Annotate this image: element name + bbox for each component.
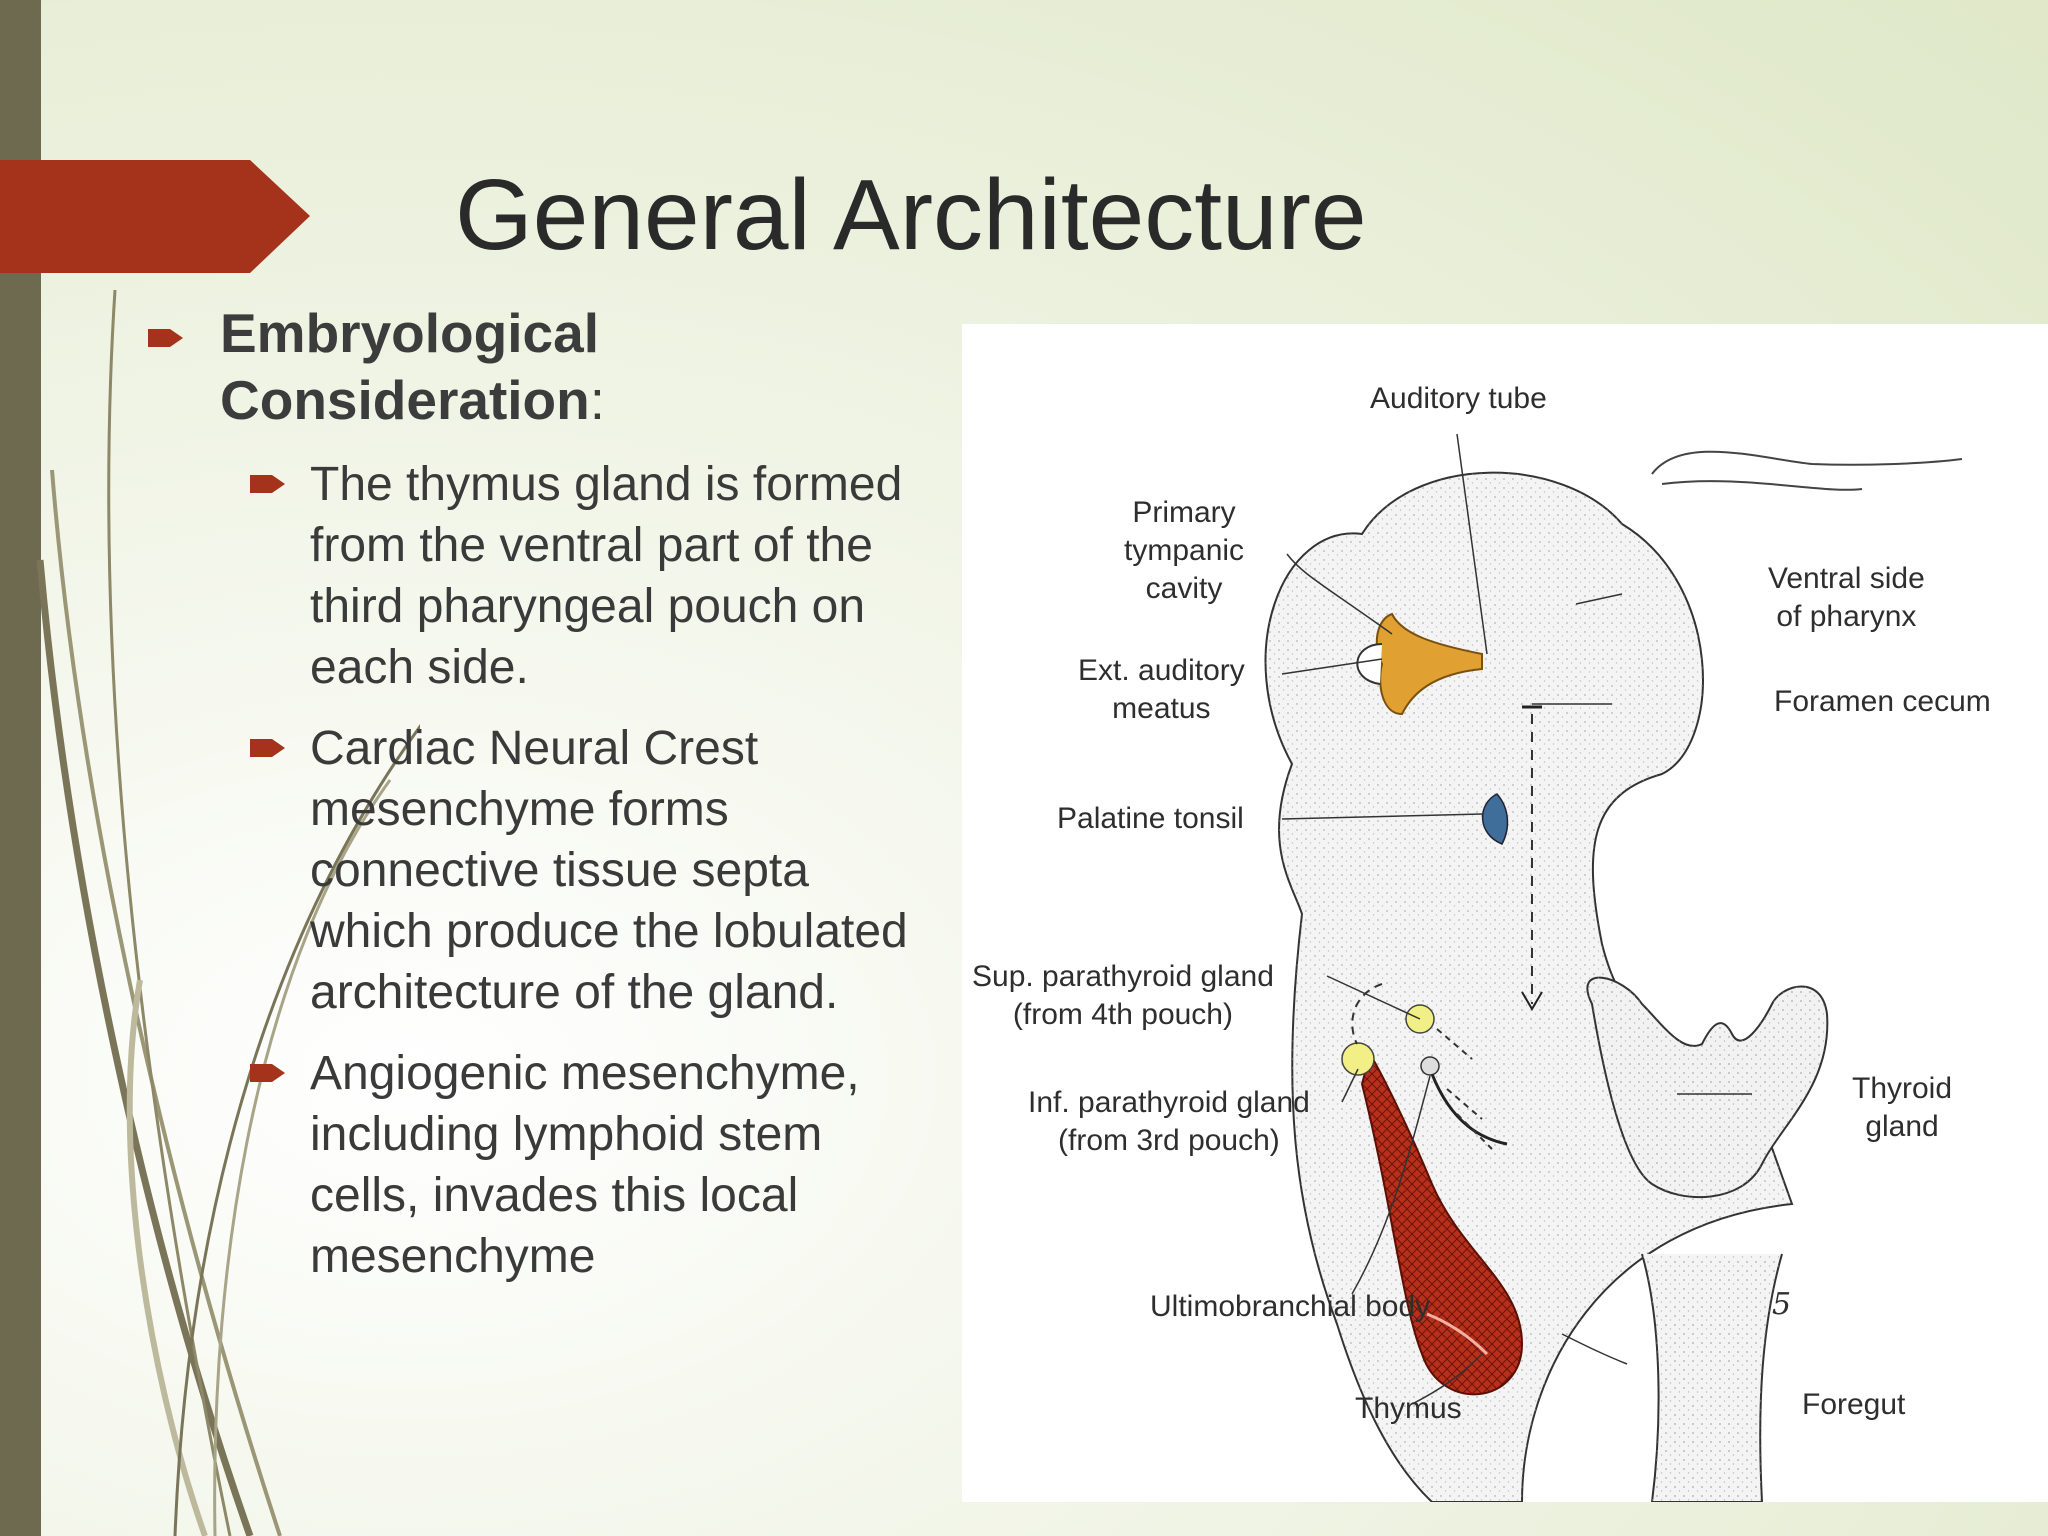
- label-palatine-tonsil: Palatine tonsil: [1057, 802, 1244, 835]
- inf-parathyroid-shape: [1341, 1042, 1375, 1076]
- label-foregut: Foregut: [1802, 1388, 1906, 1421]
- label-foramen-cecum: Foramen cecum: [1774, 685, 1991, 718]
- title-arrow-shape: [0, 160, 310, 273]
- label-primary-tympanic-cavity: Primary tympanic cavity: [1124, 496, 1245, 605]
- bullet-text: Cardiac Neural Crest mesenchyme forms co…: [310, 722, 908, 1019]
- decorative-swoosh-lines: [36, 289, 420, 1536]
- section-heading: Embryological Consideration: [220, 302, 599, 431]
- list-item: The thymus gland is formed from the vent…: [140, 454, 940, 698]
- list-item: Cardiac Neural Crest mesenchyme forms co…: [140, 718, 940, 1023]
- list-item: Angiogenic mesenchyme, including lymphoi…: [140, 1043, 940, 1287]
- label-auditory-tube: Auditory tube: [1370, 382, 1547, 415]
- arrow-bullet-icon: [250, 739, 285, 757]
- label-ventral-side-of-pharynx: Ventral side of pharynx: [1768, 562, 1925, 633]
- label-thyroid-gland: Thyroid gland: [1852, 1072, 1953, 1143]
- ultimobranchial-shape: [1420, 1056, 1440, 1076]
- arrow-bullet-icon: [148, 329, 183, 347]
- heading-bullet: Embryological Consideration:: [140, 300, 940, 434]
- arrow-bullet-icon: [250, 475, 285, 493]
- arrow-bullet-icon: [250, 1064, 285, 1082]
- thymus-shape: [1360, 1051, 1524, 1396]
- pharyngeal-pouch-diagram: Auditory tube Primary tympanic cavity Ve…: [962, 324, 2048, 1502]
- ventral-contour: [1651, 450, 1963, 475]
- slide-content: Embryological Consideration: The thymus …: [140, 300, 940, 1287]
- label-inf-parathyroid-gland: Inf. parathyroid gland (from 3rd pouch): [1028, 1086, 1310, 1157]
- slide-title: General Architecture: [455, 159, 1367, 271]
- heading-colon: :: [589, 369, 606, 431]
- leader-lines: [1281, 433, 1752, 1405]
- diagram-drawing: [1264, 433, 1963, 1502]
- label-ext-auditory-meatus: Ext. auditory meatus: [1078, 654, 1245, 725]
- label-thymus: Thymus: [1355, 1392, 1462, 1425]
- label-ultimobranchial-body: Ultimobranchial body: [1150, 1290, 1431, 1323]
- label-page-mark: 5: [1772, 1287, 1792, 1322]
- bullet-text: Angiogenic mesenchyme, including lymphoi…: [310, 1047, 860, 1283]
- bullet-text: The thymus gland is formed from the vent…: [310, 458, 903, 694]
- palatine-tonsil-shape: [1481, 793, 1509, 845]
- label-sup-parathyroid-gland: Sup. parathyroid gland (from 4th pouch): [972, 960, 1274, 1031]
